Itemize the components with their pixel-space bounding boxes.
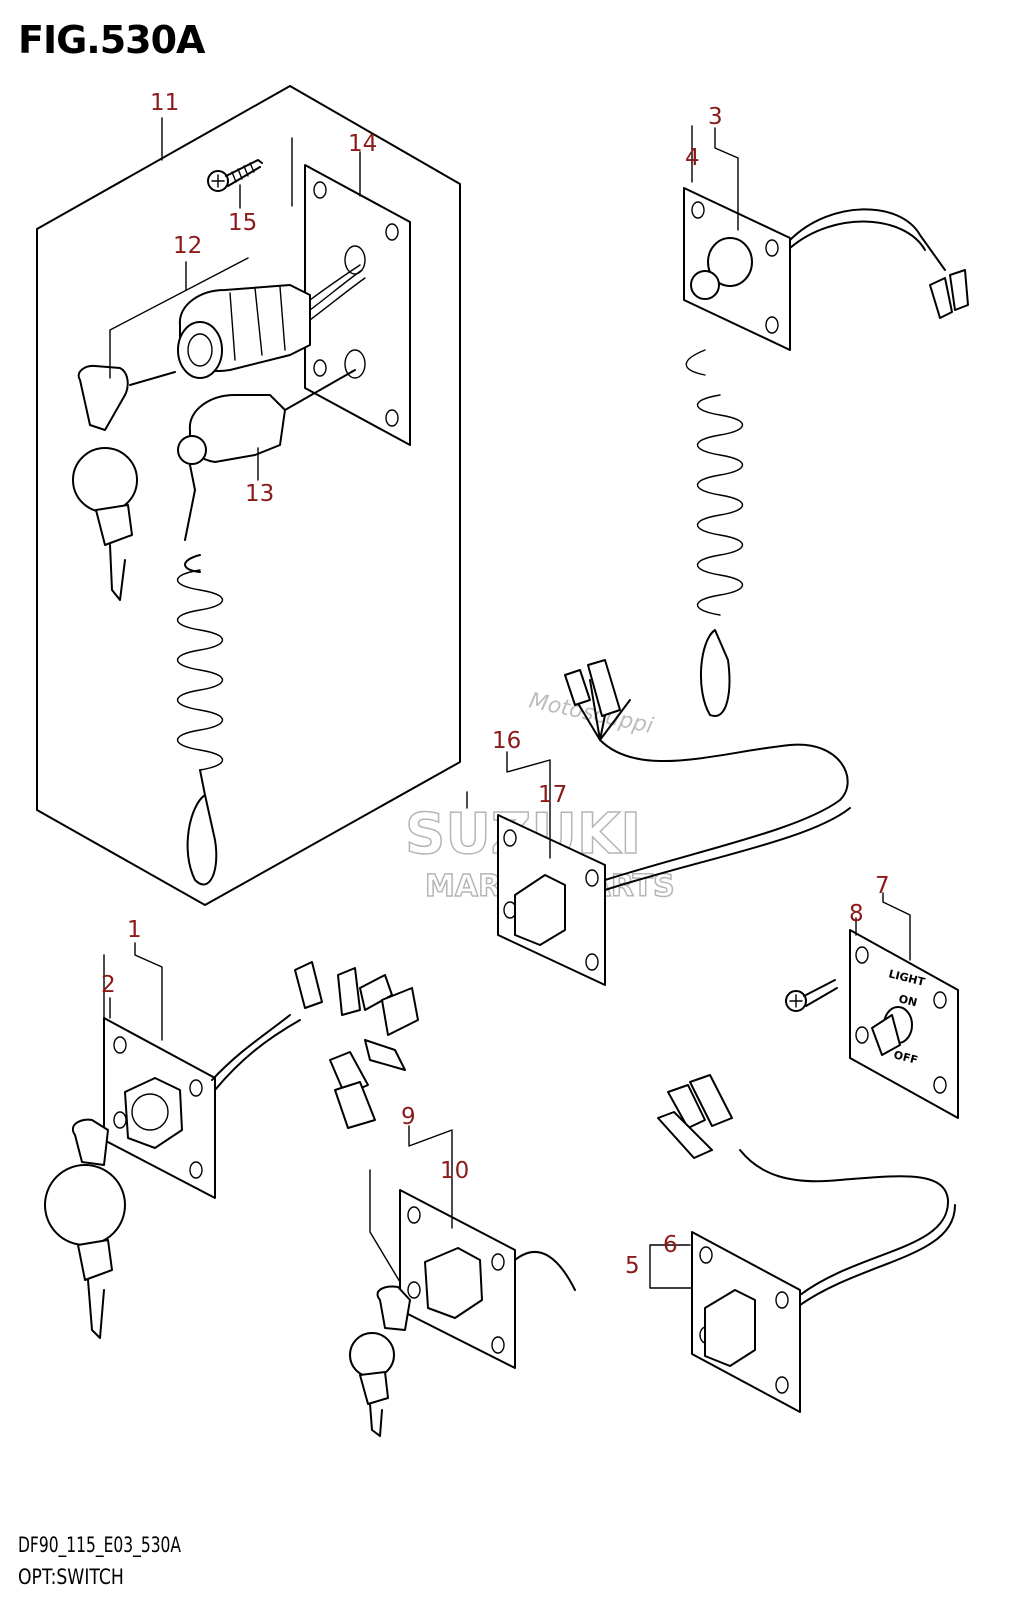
main-switch-2 xyxy=(44,961,419,1339)
callout-17: 17 xyxy=(538,782,567,808)
plate-label-off: OFF xyxy=(892,1048,919,1067)
callouts: 11 14 15 12 13 3 4 16 17 1 2 7 8 9 10 6 … xyxy=(101,90,890,1279)
main-switch-10 xyxy=(349,1189,576,1437)
screw-15 xyxy=(207,159,263,192)
callout-13: 13 xyxy=(245,481,274,507)
callout-10: 10 xyxy=(440,1158,469,1184)
rocker-switch-17 xyxy=(497,659,851,986)
diagram-name: OPT:SWITCH xyxy=(18,1565,124,1589)
diagram-code: DF90_115_E03_530A xyxy=(18,1533,182,1557)
callout-11: 11 xyxy=(150,90,179,116)
stop-switch-13 xyxy=(177,369,356,886)
callout-8: 8 xyxy=(849,901,864,927)
callout-5: 5 xyxy=(625,1253,640,1279)
callout-12: 12 xyxy=(173,233,202,259)
figure-title: FIG.530A xyxy=(18,18,205,62)
callout-9: 9 xyxy=(401,1104,416,1130)
leader-lines xyxy=(103,117,911,1289)
callout-7: 7 xyxy=(875,873,890,899)
rocker-switch-6 xyxy=(657,1074,956,1413)
callout-15: 15 xyxy=(228,210,257,236)
plate-label-on: ON xyxy=(897,992,918,1009)
panel-plate-14 xyxy=(304,164,411,446)
callout-1: 1 xyxy=(127,917,142,943)
callout-6: 6 xyxy=(663,1232,678,1258)
callout-2: 2 xyxy=(101,972,116,998)
callout-14: 14 xyxy=(348,131,377,157)
key-switch-12 xyxy=(72,264,366,601)
kit-11-box xyxy=(36,85,461,906)
callout-4: 4 xyxy=(685,145,700,171)
light-switch-8: LIGHT ON OFF xyxy=(785,929,959,1119)
callout-16: 16 xyxy=(492,728,521,754)
callout-3: 3 xyxy=(708,104,723,130)
stop-switch-assembly-4 xyxy=(683,187,969,717)
watermark-shop: Motoscuppi xyxy=(527,688,656,739)
